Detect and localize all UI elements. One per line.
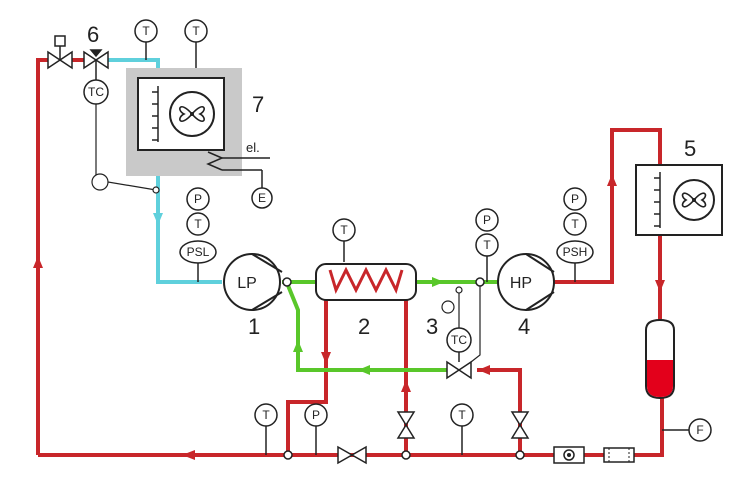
compressor-hp: HP (497, 253, 555, 311)
component-number-2: 2 (358, 314, 370, 339)
svg-text:P: P (312, 408, 320, 422)
svg-text:HP: HP (510, 275, 532, 292)
component-number-5: 5 (684, 136, 696, 161)
filter-drier-icon (603, 447, 635, 463)
expansion-valve-6 (83, 49, 109, 80)
junction-dots (282, 277, 525, 460)
svg-text:F: F (696, 423, 703, 437)
svg-text:T: T (262, 408, 270, 422)
bypass-left-branch (286, 290, 328, 455)
receiver-icon (645, 318, 675, 400)
svg-text:LP: LP (237, 275, 257, 292)
svg-text:T: T (142, 24, 150, 38)
condenser-5 (635, 164, 723, 236)
svg-text:P: P (571, 192, 579, 206)
component-number-3: 3 (426, 314, 438, 339)
electric-heater (206, 151, 270, 188)
instrument-stems (197, 241, 689, 455)
sight-glass-icon (553, 446, 585, 464)
instrument-labels: T T P T PSL T P T P T PSH T P T F (142, 24, 703, 437)
evaporator-coil-marks (152, 86, 159, 142)
svg-text:T: T (340, 223, 348, 237)
svg-text:PSL: PSL (187, 245, 210, 259)
compressor-lp: LP (223, 253, 283, 311)
left-riser (36, 58, 50, 455)
heater-symbol: E (258, 191, 266, 205)
unit-7-housing: 7 el. E (126, 42, 273, 209)
valve-vertical-406 (396, 411, 416, 439)
svg-text:PSH: PSH (563, 245, 588, 259)
condenser-feed (553, 128, 662, 284)
solenoid-valve-icon (47, 35, 73, 70)
svg-text:P: P (194, 192, 202, 206)
component-number-6: 6 (87, 22, 99, 47)
expansion-valve-3 (446, 350, 472, 380)
instrument-bubbles (134, 19, 712, 442)
svg-text:T: T (192, 24, 200, 38)
component-number-4: 4 (518, 314, 530, 339)
svg-text:TC: TC (451, 333, 467, 347)
component-number-7: 7 (252, 92, 264, 117)
fan-icon (169, 91, 215, 137)
liquid-line-main (520, 390, 664, 457)
heater-label: el. (246, 140, 260, 155)
svg-text:P: P (483, 213, 491, 227)
svg-text:T: T (483, 238, 491, 252)
heat-exchanger-2 (315, 263, 417, 301)
valve-vertical-520 (510, 411, 530, 439)
hot-pipes (36, 58, 664, 457)
svg-text:T: T (571, 217, 579, 231)
svg-text:T: T (458, 408, 466, 422)
svg-text:T: T (194, 217, 202, 231)
shutoff-valve-bottom (337, 445, 367, 465)
fan-icon (673, 179, 715, 221)
capillary-line-3 (458, 286, 481, 363)
component-number-1: 1 (248, 314, 260, 339)
svg-text:TC: TC (88, 85, 104, 99)
